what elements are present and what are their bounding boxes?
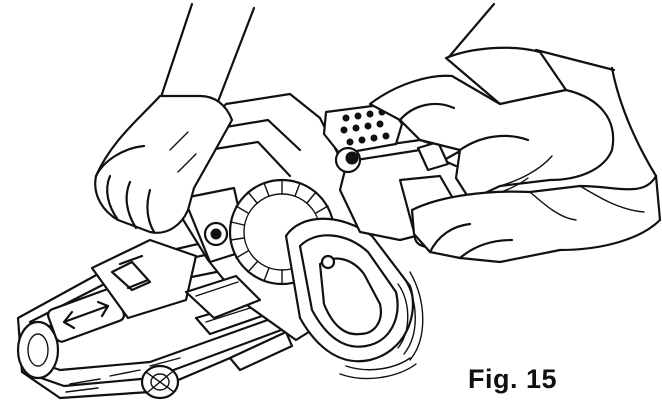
right-hand [368, 2, 616, 202]
left-hand [94, 2, 256, 234]
lower-right-hand [410, 66, 662, 264]
front-belt-guard [90, 238, 198, 320]
lock-button-icon [334, 146, 362, 174]
top-grip-trigger [322, 102, 404, 156]
front-handle-bar [184, 274, 262, 320]
figure-caption: Fig. 15 [468, 364, 558, 394]
dust-extraction-port [284, 217, 424, 380]
base-side-rail [194, 300, 294, 372]
tracking-knob-icon [140, 364, 180, 400]
